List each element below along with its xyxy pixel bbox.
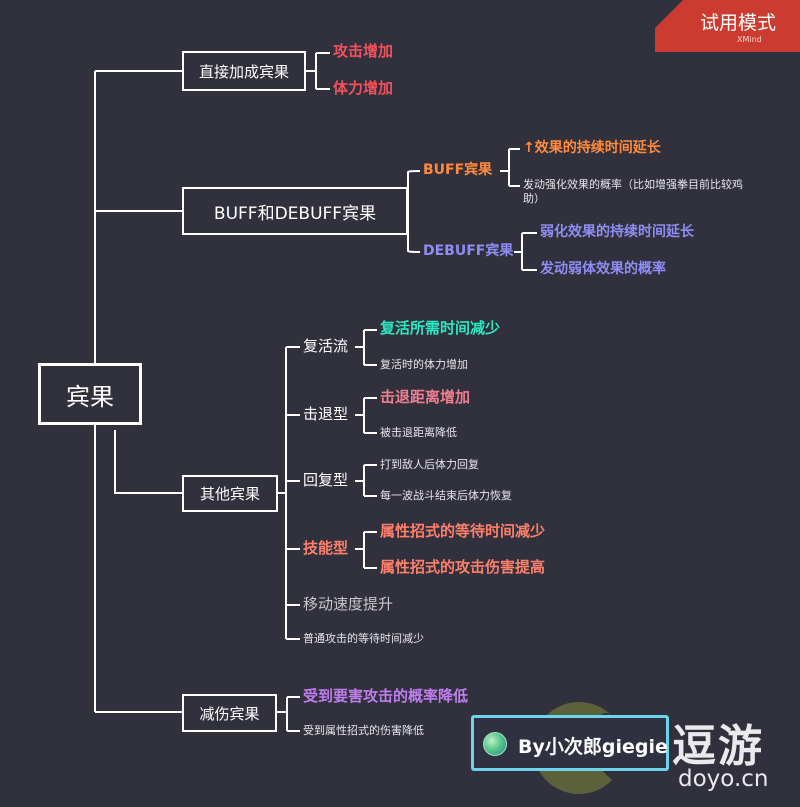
skill-item-damage: 属性招式的攻击伤害提高 <box>380 558 546 576</box>
node-direct-label: 直接加成宾果 <box>198 62 289 81</box>
node-damage-reduction[interactable]: 减伤宾果 <box>182 694 277 732</box>
debuff-item-chance: 发动弱体效果的概率 <box>540 261 666 277</box>
buff-label: BUFF宾果 <box>423 162 493 178</box>
node-other[interactable]: 其他宾果 <box>182 475 278 512</box>
knockback-item-taken: 被击退距离降低 <box>380 426 457 439</box>
damage-item-crit: 受到要害攻击的概率降低 <box>303 687 469 705</box>
trial-mode-badge <box>655 0 800 52</box>
trial-mode-title: 试用模式 <box>700 12 777 34</box>
revive-item-time: 复活所需时间减少 <box>380 319 501 337</box>
root-label: 宾果 <box>66 382 114 411</box>
signature-text: By小次郎giegie <box>518 736 668 758</box>
node-direct[interactable]: 直接加成宾果 <box>182 51 306 91</box>
revive-item-hp: 复活时的体力增加 <box>380 358 468 371</box>
debuff-item-duration: 弱化效果的持续时间延长 <box>540 224 694 240</box>
trial-mode-subtitle: XMind <box>737 35 762 44</box>
other-revive-label: 复活流 <box>303 337 349 355</box>
other-normal-attack: 普通攻击的等待时间减少 <box>303 632 424 645</box>
debuff-label: DEBUFF宾果 <box>423 243 514 259</box>
skill-item-wait: 属性招式的等待时间减少 <box>380 522 546 540</box>
other-recover-label: 回复型 <box>303 471 349 489</box>
other-knockback-label: 击退型 <box>303 405 349 423</box>
direct-item-attack: 攻击增加 <box>333 42 394 60</box>
site-logo-en: doyo.cn <box>678 766 769 792</box>
node-buff-debuff[interactable]: BUFF和DEBUFF宾果 <box>182 187 408 235</box>
connector-lines <box>94 52 537 732</box>
node-other-label: 其他宾果 <box>199 485 260 503</box>
node-damage-reduction-label: 减伤宾果 <box>199 704 260 723</box>
other-move-speed: 移动速度提升 <box>303 595 394 613</box>
globe-icon <box>483 732 507 756</box>
node-buff-debuff-label: BUFF和DEBUFF宾果 <box>213 203 377 224</box>
root-node[interactable]: 宾果 <box>38 363 142 425</box>
direct-item-hp: 体力增加 <box>333 79 394 97</box>
buff-item-chance-cont: 助） <box>523 192 545 205</box>
other-skill-label: 技能型 <box>303 539 349 557</box>
site-logo-cn: 逗游 <box>672 721 764 772</box>
recover-item-wave: 每一波战斗结束后体力恢复 <box>380 489 512 502</box>
buff-item-chance: 发动强化效果的概率（比如增强拳目前比较鸡 <box>523 178 743 191</box>
buff-item-duration: ↑效果的持续时间延长 <box>523 140 661 156</box>
damage-item-element: 受到属性招式的伤害降低 <box>303 724 424 737</box>
recover-item-hit: 打到敌人后体力回复 <box>380 458 479 471</box>
knockback-item-distance: 击退距离增加 <box>380 388 471 406</box>
